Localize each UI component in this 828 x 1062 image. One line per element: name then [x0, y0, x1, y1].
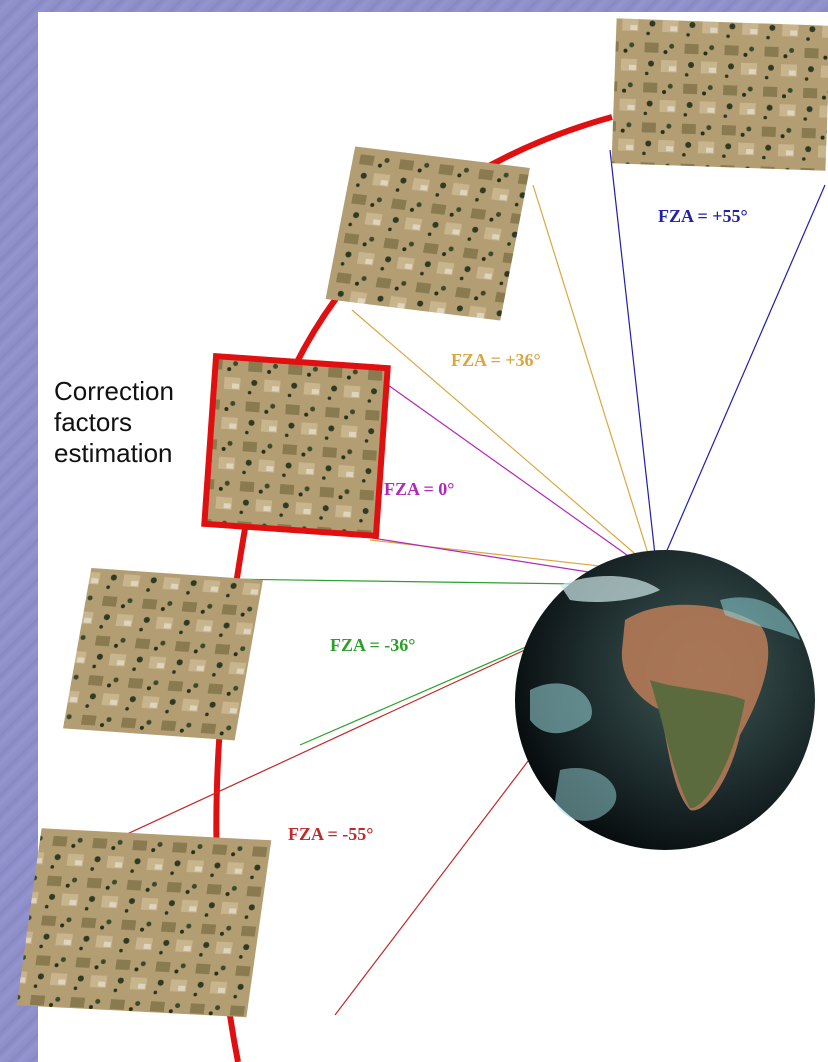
- caption-line-1: Correction: [54, 376, 174, 406]
- caption-line-3: estimation: [54, 438, 173, 468]
- fza-label-minus55: FZA = -55°: [288, 824, 373, 844]
- sat-image-plus36: [325, 146, 530, 321]
- earth-globe: [515, 550, 815, 850]
- correction-caption: Correction factors estimation: [54, 376, 174, 469]
- fza-label-minus36: FZA = -36°: [330, 635, 415, 655]
- fza-label-plus36: FZA = +36°: [451, 350, 541, 370]
- fza-label-plus55: FZA = +55°: [658, 206, 748, 226]
- sat-image-minus36: [63, 567, 263, 741]
- sat-image-minus55: [16, 828, 272, 1018]
- fza-label-zero: FZA = 0°: [384, 479, 454, 499]
- sat-image-plus55: [611, 18, 828, 171]
- caption-line-2: factors: [54, 407, 133, 437]
- sat-image-zero-highlighted: [201, 353, 391, 539]
- sight-lines-plus55: [609, 149, 826, 556]
